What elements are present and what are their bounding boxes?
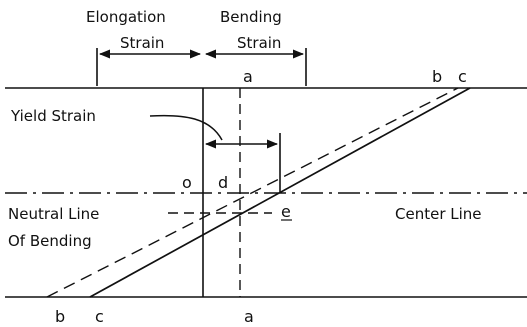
point-b-top: b xyxy=(432,67,442,86)
elongation-label: Elongation xyxy=(86,8,166,26)
point-a-top: a xyxy=(243,67,253,86)
elongation-strain-label: Strain xyxy=(120,34,164,52)
neutral-line-label: Neutral Line xyxy=(8,205,99,223)
bending-strain-label: Strain xyxy=(237,34,281,52)
yield-strain-label: Yield Strain xyxy=(10,107,96,125)
point-d: d xyxy=(218,173,228,192)
point-e: e xyxy=(281,202,291,221)
point-b-bottom: b xyxy=(55,307,65,326)
point-a-bottom: a xyxy=(244,307,254,326)
of-bending-label: Of Bending xyxy=(8,232,92,250)
strain-line-b xyxy=(46,87,459,298)
point-c-top: c xyxy=(458,67,467,86)
point-c-bottom: c xyxy=(95,307,104,326)
bending-label: Bending xyxy=(220,8,282,26)
center-line-label: Center Line xyxy=(395,205,482,223)
yield-strain-leader xyxy=(149,114,223,141)
point-o: o xyxy=(182,173,192,192)
